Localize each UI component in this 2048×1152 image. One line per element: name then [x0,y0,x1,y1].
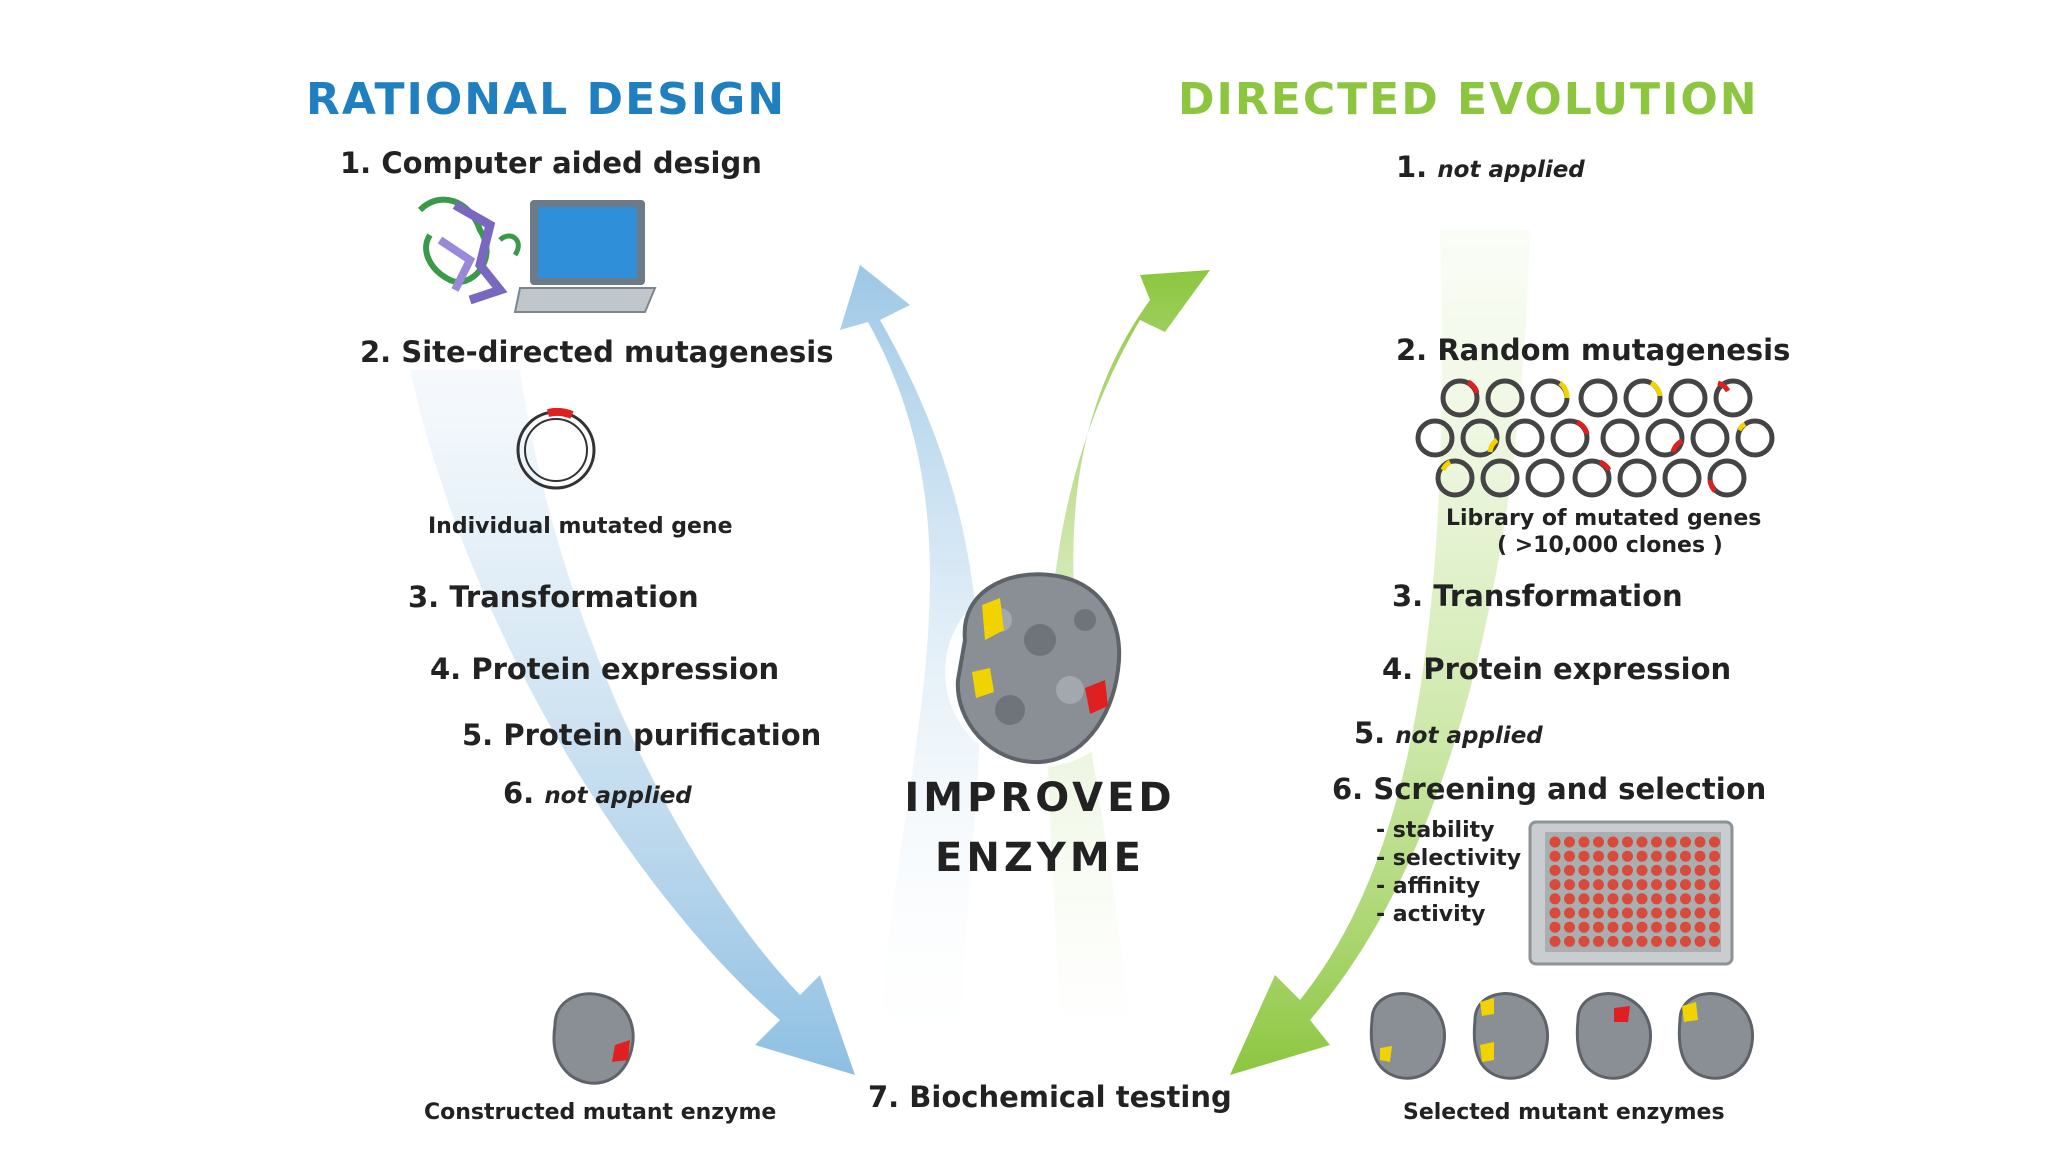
selected-mutants-caption: Selected mutant enzymes [1403,1100,1725,1125]
directed-step-4: 4. Protein expression [1382,652,1731,686]
criterion: - affinity [1376,873,1521,901]
directed-step-3: 3. Transformation [1392,579,1683,613]
directed-step-2: 2. Random mutagenesis [1396,333,1790,367]
directed-evolution-title: DIRECTED EVOLUTION [1178,74,1759,125]
rational-step-6: 6. not applied [503,776,692,810]
rational-step-5: 5. Protein purification [462,718,821,752]
improved-blue-arrow [840,265,980,1080]
rational-step-2: 2. Site-directed mutagenesis [360,335,833,369]
rational-step-3: 3. Transformation [408,580,699,614]
constructed-mutant-caption: Constructed mutant enzyme [424,1100,776,1125]
library-clone-count: ( >10,000 clones ) [1497,533,1723,558]
directed-step-1: 1. not applied [1396,150,1585,184]
library-caption: Library of mutated genes [1446,506,1761,531]
directed-step-6: 6. Screening and selection [1332,772,1766,806]
criterion: - stability [1376,817,1521,845]
biochemical-testing-step: 7. Biochemical testing [868,1080,1232,1114]
criterion: - activity [1376,901,1521,929]
rational-step-4: 4. Protein expression [430,652,779,686]
directed-step-5: 5. not applied [1354,716,1543,750]
improved-green-arrow [1047,270,1210,1080]
improved-label: IMPROVED [890,775,1190,821]
rational-step-1: 1. Computer aided design [340,146,762,180]
gene-caption: Individual mutated gene [428,514,733,539]
rational-design-title: RATIONAL DESIGN [306,74,786,125]
criterion: - selectivity [1376,845,1521,873]
screening-criteria: - stability - selectivity - affinity - a… [1376,817,1521,929]
enzyme-label: ENZYME [890,835,1190,881]
